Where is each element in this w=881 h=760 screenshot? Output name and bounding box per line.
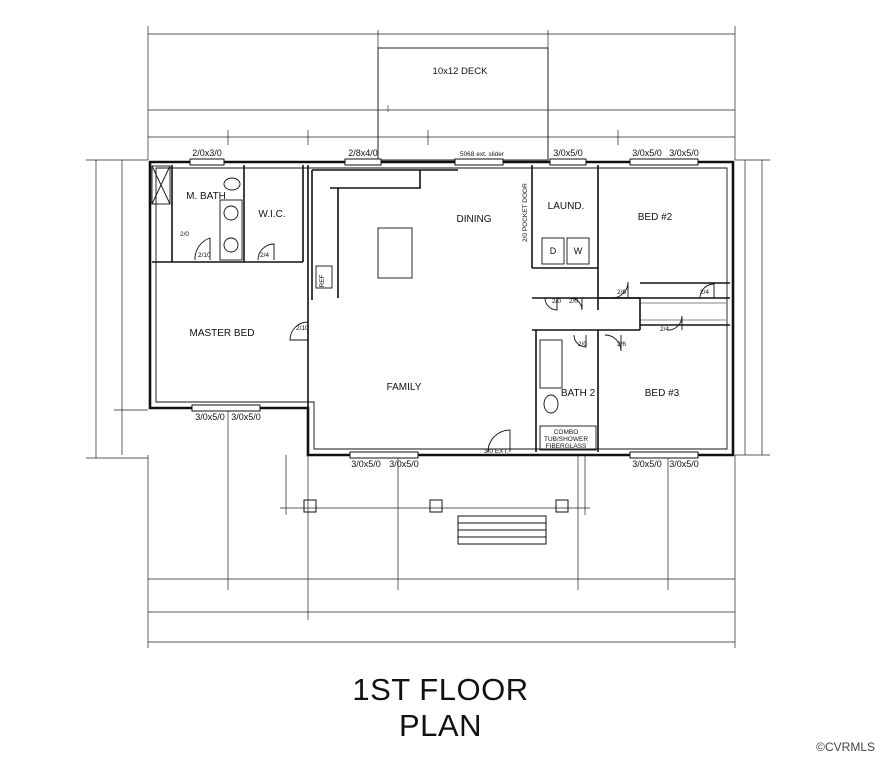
door-label: 2/10 bbox=[296, 325, 309, 332]
door-label: 2/0 bbox=[578, 341, 587, 348]
window-label: 3/0x5/0 bbox=[351, 459, 381, 469]
deck bbox=[377, 47, 549, 161]
window-label: 2/8x4/0 bbox=[348, 148, 378, 158]
window-label: 3/0x5/0 bbox=[632, 148, 662, 158]
room-laund: LAUND. bbox=[548, 201, 585, 212]
room-bath-2: BATH 2 bbox=[561, 388, 596, 399]
tub-label: COMBO bbox=[554, 429, 579, 436]
door-label: 2/4 bbox=[660, 326, 669, 333]
credit-watermark: ©CVRMLS bbox=[816, 740, 875, 754]
window-label: 3/0x5/0 bbox=[669, 459, 699, 469]
plan-title-line-2: PLAN bbox=[399, 708, 482, 743]
room-wic: W.I.C. bbox=[258, 209, 285, 220]
plan-title-line-1: 1ST FLOOR bbox=[352, 672, 529, 707]
room-m-bath: M. BATH bbox=[186, 191, 226, 202]
tub-label: TUB/SHOWER bbox=[544, 436, 588, 443]
pocket-door-label: 2/0 POCKET DOOR bbox=[522, 183, 529, 242]
ext-door-label: 3/0 EXT. bbox=[484, 448, 509, 455]
window-marks bbox=[189, 158, 699, 459]
deck-label: 10x12 DECK bbox=[433, 66, 489, 77]
window-label: 3/0x5/0 bbox=[553, 148, 583, 158]
front-porch bbox=[303, 499, 569, 545]
room-dining: DINING bbox=[457, 214, 492, 225]
room-bed-2: BED #2 bbox=[638, 212, 673, 223]
window-label: 3/0x5/0 bbox=[231, 412, 261, 422]
window-label: 3/0x5/0 bbox=[632, 459, 662, 469]
room-family: FAMILY bbox=[387, 382, 422, 393]
window-label: 3/0x5/0 bbox=[195, 412, 225, 422]
door-label: 2/0 bbox=[569, 298, 578, 305]
door-label: 2/6 bbox=[617, 289, 626, 296]
door-label: 2/4 bbox=[260, 252, 269, 259]
window-label: 3/0x5/0 bbox=[389, 459, 419, 469]
door-label: 2/4 bbox=[700, 289, 709, 296]
exterior-walls bbox=[148, 160, 735, 457]
tub-label: FIBERGLASS bbox=[546, 443, 587, 450]
room-bed-3: BED #3 bbox=[645, 388, 680, 399]
window-label: 3/0x5/0 bbox=[669, 148, 699, 158]
refrigerator-label: REF bbox=[319, 274, 326, 287]
dimension-lines bbox=[86, 26, 770, 648]
exterior-walls-inner bbox=[155, 167, 728, 450]
door-label: 2/0 bbox=[180, 231, 189, 238]
door-swings bbox=[194, 237, 715, 453]
interior-walls bbox=[152, 165, 730, 452]
slider-label: 5068 ext. slider bbox=[460, 151, 505, 158]
washer-label: W bbox=[574, 246, 583, 256]
door-label: 2/0 bbox=[552, 298, 561, 305]
fixtures bbox=[151, 165, 726, 451]
window-label: 2/0x3/0 bbox=[192, 148, 222, 158]
room-master-bed: MASTER BED bbox=[189, 328, 254, 339]
door-label: 2/6 bbox=[617, 341, 626, 348]
dryer-label: D bbox=[550, 246, 557, 256]
door-label: 2/10 bbox=[198, 252, 211, 259]
